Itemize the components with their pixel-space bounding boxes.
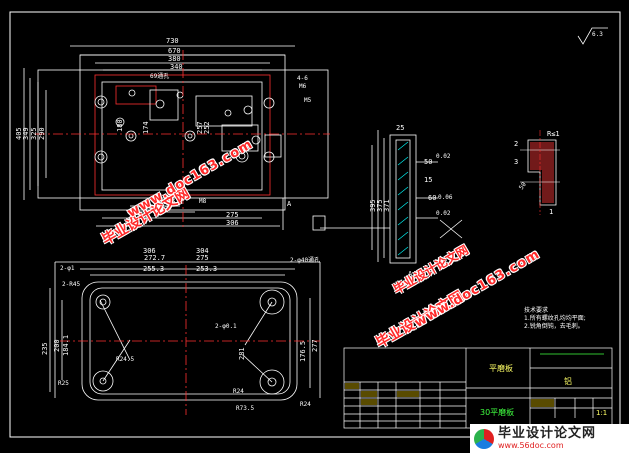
dim-304: 304: [196, 247, 209, 255]
top-view: [23, 45, 330, 231]
label-2-phi1: 2-φ1: [60, 265, 75, 272]
title-block-name: 平磨板: [489, 364, 513, 373]
title-block-row-fills: [345, 383, 554, 407]
dim-257: 257: [196, 121, 204, 134]
detail-radius-label: R≤1: [547, 130, 560, 138]
hole-label: 69通孔: [150, 72, 169, 80]
notes-heading: 技术要求: [524, 307, 549, 314]
dim-235: 235: [41, 342, 49, 355]
dim-306: 306: [226, 219, 239, 227]
thread-label-m5: M5: [304, 97, 312, 104]
dim-252: 252: [203, 121, 211, 134]
dim-670: 670: [168, 47, 181, 55]
detail-num-2: 2: [514, 140, 518, 148]
dim-290: 290: [38, 127, 46, 140]
dim-405: 405: [15, 127, 23, 140]
footer-logo: 毕业设计论文网 www.56doc.com: [470, 424, 629, 453]
roughness-value: 6.3: [592, 31, 603, 38]
sec-dim-60: 60: [428, 194, 436, 202]
dim-184-1: 184.1: [62, 335, 70, 356]
label-r24-5: R24.5: [116, 356, 134, 363]
sec-dim-15: 15: [424, 176, 432, 184]
sec-tol-002b: 0.02: [436, 210, 451, 217]
dim-325: 325: [30, 127, 38, 140]
title-block: [343, 347, 613, 429]
dim-255-3: 255.3: [143, 265, 164, 273]
footer-site-url: www.56doc.com: [498, 441, 564, 450]
sec-tol-002a: 0.02: [436, 153, 451, 160]
dim-253-3: 253.3: [196, 265, 217, 273]
label-2-r45: 2-R45: [62, 281, 80, 288]
title-block-part: 30平磨板: [480, 408, 515, 417]
notes-line-1: 1.所有螺纹孔均均平面;: [524, 315, 586, 322]
footer-site-name: 毕业设计论文网: [498, 426, 597, 441]
dim-340: 340: [170, 63, 183, 71]
label-r73-5: R73.5: [236, 405, 254, 412]
dim-175: 175: [163, 198, 176, 206]
section-a-a: [320, 130, 463, 264]
detail-num-50: 50: [518, 181, 528, 191]
dim-281: 281: [238, 347, 246, 360]
dim-176-5: 176.5: [299, 341, 307, 362]
label-r24-left: R24: [233, 388, 244, 395]
site-logo-icon: [474, 428, 494, 449]
label-2-phi0-1: 2-φ0.1: [215, 323, 237, 330]
roughness-symbol: [577, 27, 608, 45]
dim-277: 277: [311, 339, 319, 352]
notes-line-2: 2.锐角倒钝，去毛刺。: [524, 323, 584, 330]
title-block-scale: 1:1: [596, 409, 608, 417]
dim-349: 349: [22, 127, 30, 140]
section-label: A-A: [408, 270, 421, 278]
drawing-frame: [9, 11, 621, 438]
thread-label-m8: M8: [199, 198, 207, 205]
bottom-view: [49, 261, 321, 415]
dim-174: 174: [142, 121, 150, 134]
sec-dim-25: 25: [396, 124, 404, 132]
sec-tol-006: 0.06: [438, 194, 453, 201]
title-block-material: 铝: [564, 377, 572, 386]
hole-count-label: 4-6: [297, 75, 308, 82]
dim-730: 730: [166, 37, 179, 45]
label-r25: R25: [58, 380, 69, 387]
dim-200b: 200: [53, 339, 61, 352]
label-r24-right: R24: [300, 401, 311, 408]
dim-380: 380: [168, 55, 181, 63]
sec-dim-371: 371: [383, 199, 391, 212]
dim-275: 275: [226, 211, 239, 219]
dim-306b: 306: [143, 247, 156, 255]
detail-view: [520, 130, 560, 215]
dim-180: 180: [116, 119, 124, 132]
label-2-phi40: 2-φ40通孔: [290, 256, 320, 264]
sec-dim-375: 375: [376, 199, 384, 212]
dim-127: 127: [156, 205, 169, 213]
sec-dim-395: 395: [369, 199, 377, 212]
dim-272-7: 272.7: [144, 254, 165, 262]
detail-num-1: 1: [549, 208, 553, 216]
section-hatch: [397, 141, 409, 256]
sec-dim-50: 50: [424, 158, 432, 166]
thread-label-m6: M6: [299, 83, 307, 90]
dim-275b: 275: [196, 254, 209, 262]
section-mark-a: A: [287, 200, 292, 208]
detail-num-3: 3: [514, 158, 518, 166]
